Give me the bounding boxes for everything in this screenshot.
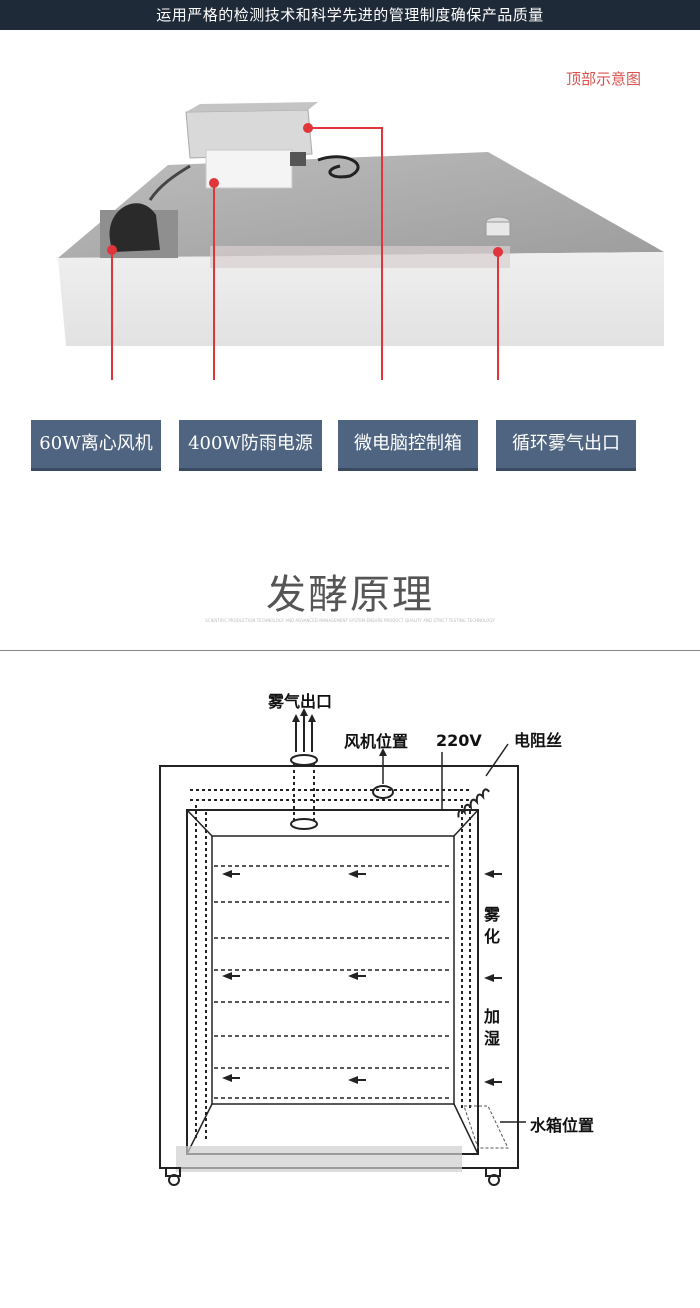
top-banner: 运用严格的检测技术和科学先进的管理制度确保产品质量 xyxy=(0,0,700,30)
label-atomize: 雾化 xyxy=(484,905,501,946)
section-divider xyxy=(0,650,700,651)
pointer-lines xyxy=(111,127,499,380)
mist-up-arrows xyxy=(292,708,316,752)
pointer-dots xyxy=(107,123,503,257)
inner-chamber xyxy=(186,809,479,1155)
top-duct xyxy=(190,789,472,1140)
label-fan: 60W离心风机 xyxy=(31,420,161,471)
shelves xyxy=(214,865,452,1099)
airflow-arrows xyxy=(222,870,502,1086)
principle-diagram xyxy=(159,708,526,1186)
cable xyxy=(317,155,360,179)
label-voltage: 220V xyxy=(436,731,482,750)
water-tank xyxy=(463,1105,509,1149)
wheels xyxy=(165,1167,501,1186)
top-view-caption: 顶部示意图 xyxy=(566,70,642,88)
label-mist-outlet: 循环雾气出口 xyxy=(496,420,636,471)
heater-coil xyxy=(457,788,490,818)
section-title: 发酵原理 xyxy=(266,572,434,618)
label-control-box: 微电脑控制箱 xyxy=(338,420,478,471)
cabinet-front-face xyxy=(58,252,664,346)
mist-outlet-pipe xyxy=(485,221,511,237)
section-fine-print: SCIENTIFIC PRODUCTION TECHNOLOGY AND ADV… xyxy=(205,618,495,623)
label-water-tank: 水箱位置 xyxy=(530,1116,595,1135)
label-power-supply: 400W防雨电源 xyxy=(179,420,322,471)
product-top-photo xyxy=(58,102,664,380)
label-mist-outlet-diagram: 雾气出口 xyxy=(268,692,333,711)
outer-cabinet xyxy=(159,765,519,1169)
power-supply xyxy=(205,149,293,189)
label-fan-position: 风机位置 xyxy=(344,732,409,751)
blurred-strip xyxy=(210,246,510,268)
label-humidify: 加湿 xyxy=(484,1007,501,1048)
rack xyxy=(211,835,455,1105)
centrifugal-fan xyxy=(109,203,160,252)
blurred-bottom xyxy=(176,1146,462,1172)
mist-pipe xyxy=(290,754,318,830)
fan-symbol xyxy=(372,785,394,799)
label-heater-wire: 电阻丝 xyxy=(514,731,563,750)
